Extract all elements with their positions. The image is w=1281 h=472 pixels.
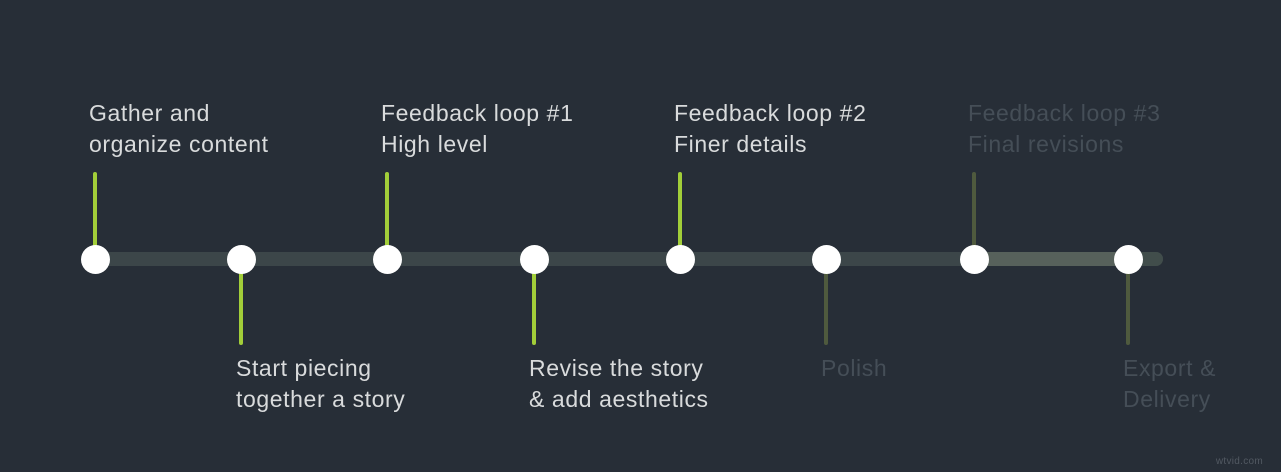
milestone-label: Feedback loop #1 High level	[381, 98, 681, 160]
milestone-connector-line	[1126, 271, 1130, 345]
milestone-label-line1: Start piecing	[236, 355, 372, 381]
milestone-connector-line	[385, 172, 389, 248]
milestone-label-line2: High level	[381, 131, 488, 157]
milestone-label-line2: together a story	[236, 386, 406, 412]
milestone-label-line2: Finer details	[674, 131, 808, 157]
milestone-connector-line	[678, 172, 682, 248]
milestone-label-line2: Final revisions	[968, 131, 1124, 157]
milestone-dot	[665, 245, 695, 274]
milestone-label-line1: Feedback loop #1	[381, 100, 574, 126]
milestone-dot	[811, 245, 841, 274]
milestone-dot	[372, 245, 402, 274]
timeline-bar-highlight-segment	[974, 252, 1128, 266]
milestone-label-line2: Delivery	[1123, 386, 1211, 412]
milestone-label-line1: Polish	[821, 355, 888, 381]
milestone-label-line1: Feedback loop #3	[968, 100, 1161, 126]
milestone-label-line2: organize content	[89, 131, 269, 157]
milestone-dot	[1113, 245, 1143, 274]
milestone-label: Feedback loop #3 Final revisions	[968, 98, 1268, 160]
milestone-dot	[959, 245, 989, 274]
milestone-connector-line	[239, 271, 243, 345]
milestone-label: Export & Delivery	[1123, 353, 1281, 415]
milestone-connector-line	[972, 172, 976, 248]
milestone-label: Revise the story & add aesthetics	[529, 353, 829, 415]
milestone-connector-line	[824, 271, 828, 345]
milestone-label-line1: Feedback loop #2	[674, 100, 867, 126]
milestone-label-line1: Revise the story	[529, 355, 704, 381]
milestone-dot	[80, 245, 110, 274]
milestone-connector-line	[93, 172, 97, 248]
milestone-dot	[226, 245, 256, 274]
milestone-connector-line	[532, 271, 536, 345]
milestone-label: Polish	[821, 353, 1121, 384]
milestone-label-line1: Gather and	[89, 100, 211, 126]
milestone-label-line2: & add aesthetics	[529, 386, 709, 412]
milestone-label: Feedback loop #2 Finer details	[674, 98, 974, 160]
milestone-dot	[519, 245, 549, 274]
milestone-label-line1: Export &	[1123, 355, 1217, 381]
watermark-text: wtvid.com	[1215, 456, 1263, 467]
milestone-label: Start piecing together a story	[236, 353, 536, 415]
milestone-label: Gather and organize content	[89, 98, 389, 160]
